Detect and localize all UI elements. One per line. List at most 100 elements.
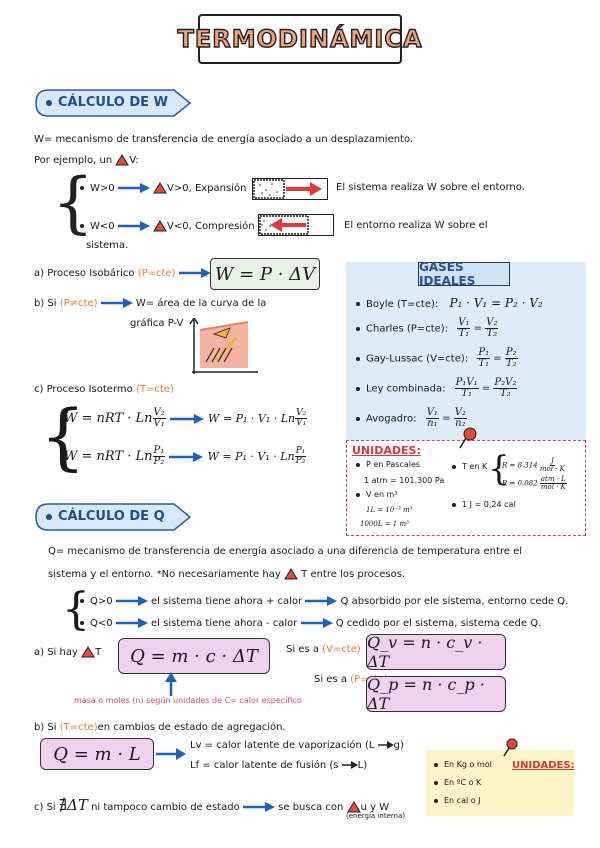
qp-formula: Q_p = n · c_p · ΔT (367, 675, 485, 713)
expansion-v: V>0, Expansión (167, 183, 247, 194)
v-cte-text: Si es a (286, 644, 319, 655)
bullet (80, 621, 84, 625)
q-def2-text: sistema y el entorno. *No necesariamente… (48, 569, 281, 580)
pv-graph-icon (186, 316, 262, 376)
latent-formula-box: Q = m · L (40, 738, 154, 770)
units-atm: 1 atm = 101.300 Pa (364, 476, 445, 485)
units2-item-2: En ºC o K (434, 778, 481, 787)
example-suffix: V: (129, 155, 139, 166)
units2-text: En ºC o K (444, 778, 482, 787)
q-c-text2: se busca con (278, 802, 344, 813)
units-v: V en m³ (356, 490, 398, 499)
units-p-label: P en Pascales (366, 460, 421, 469)
bullet (356, 462, 360, 467)
section-banner-w: CÁLCULO DE W (34, 88, 194, 118)
units-panel (346, 440, 586, 536)
units2-text: En Kg o mol (444, 760, 492, 769)
gases-item-label: Gay-Lussac (V=cte): (366, 353, 469, 365)
isobaric-cond: (P=cte) (137, 268, 176, 279)
compression-w: W<0 (90, 221, 115, 232)
q-def2b-text: T entre los procesos. (301, 569, 406, 580)
q-formula: Q = m · c · ΔT (130, 645, 258, 667)
delta-icon (153, 220, 167, 232)
v-cte-label: Si es a (V=cte) (286, 644, 361, 655)
q-c-text3: u y W (360, 802, 390, 813)
bullet (452, 464, 456, 469)
gases-panel (346, 262, 586, 440)
isobaric-formula-box: W = P · ΔV (210, 258, 320, 290)
q-neg-text2: Q cedido por el sistema, sistema cede Q. (335, 618, 542, 629)
units-p: P en Pascales (356, 460, 420, 469)
bullet (356, 416, 360, 421)
q-definition: Q= mecanismo de transferencia de energía… (48, 546, 523, 557)
lv-end: g) (393, 740, 404, 751)
page-title: TERMODINÁMICA (177, 24, 423, 53)
banner-label: CÁLCULO DE W (58, 95, 168, 110)
example-prefix: Por ejemplo, un (34, 155, 113, 166)
units2-title: UNIDADES: (512, 760, 575, 771)
units2-item-3: En cal o J (434, 796, 481, 805)
c-cond: (T=cte) (135, 384, 174, 395)
b-row: b) Si (P≠cte) W= área de la curva de la (34, 298, 266, 309)
r1-value: R = 8.314 (502, 461, 538, 470)
q-neg: Q<0 (90, 618, 113, 629)
arrow-right-icon (117, 221, 150, 231)
brace-icon: { (40, 394, 86, 478)
lf-row: Lf = calor latente de fusión (s L) (190, 760, 367, 771)
banner-shape (35, 89, 192, 117)
banner-bullet (46, 514, 52, 520)
boyle-formula: P₁ · V₁ = P₂ · V₂ (449, 296, 543, 310)
bullet (356, 356, 360, 361)
brace-icon: { (52, 164, 94, 241)
delta-icon (346, 801, 361, 813)
units-cal-text: 1 J = 0,24 cal (462, 500, 516, 509)
qp-formula-box: Q_p = n · c_p · ΔT (366, 675, 506, 713)
qv-formula-box: Q_v = n · c_v · ΔT (366, 633, 506, 671)
q-c-label: c) Si (34, 802, 56, 813)
q-b-row: b) Si (T=cte)en cambios de estado de agr… (34, 722, 286, 733)
lv-text: Lv = calor latente de vaporización (L (190, 740, 375, 751)
arrow-right-icon (115, 618, 148, 628)
bullet (356, 302, 360, 306)
bullet (356, 386, 360, 391)
arrow-right-icon (169, 451, 204, 462)
banner-shape (35, 503, 192, 531)
units-v-label: V en m³ (366, 490, 398, 499)
delta-icon (153, 182, 167, 194)
w-example: Por ejemplo, un V: (34, 154, 139, 166)
compression-desc-2: sistema. (86, 240, 129, 251)
q-formula-box: Q = m · c · ΔT (118, 638, 270, 674)
q-b-text: en cambios de estado de agregación. (97, 722, 286, 733)
pin-icon (500, 736, 522, 761)
isobaric-row: a) Proceso Isobárico (P=cte) (34, 268, 211, 279)
delta-icon (284, 568, 298, 580)
q-c-row: c) Si ∄ΔT ni tampoco cambio de estado se… (34, 796, 389, 814)
isobaric-label: a) Proceso Isobárico (34, 268, 135, 279)
banner-label: CÁLCULO DE Q (58, 509, 165, 524)
units2-text: En cal o J (444, 796, 481, 805)
c-label: c) Proceso Isotermo (34, 384, 133, 395)
units2-panel (426, 750, 574, 816)
arrow-up-icon (164, 672, 178, 699)
bullet (434, 762, 438, 767)
units-title: UNIDADES: (352, 444, 421, 457)
arrow-right-icon (156, 748, 186, 763)
arrow-right-icon (115, 596, 148, 606)
section-banner-q: CÁLCULO DE Q (34, 502, 194, 532)
arrow-right-icon (117, 183, 150, 193)
expansion-row: W>0 V>0, Expansión (80, 182, 246, 194)
gases-title: GASES IDEALES (418, 260, 510, 288)
r2-unit-num: atm · L (539, 475, 567, 484)
delta-icon (81, 646, 95, 658)
mass-note: masa o moles (n) según unidades de C= ca… (74, 696, 302, 705)
r2-unit-den: mol · K (540, 483, 566, 491)
compression-desc: El entorno realiza W sobre el (344, 220, 488, 231)
pin-icon (456, 424, 482, 453)
p-cte-text: Si es a (314, 674, 347, 685)
not-exists-delta-t: ∄ΔT (58, 796, 88, 814)
compression-row: W<0 V<0, Compresión (80, 220, 255, 232)
